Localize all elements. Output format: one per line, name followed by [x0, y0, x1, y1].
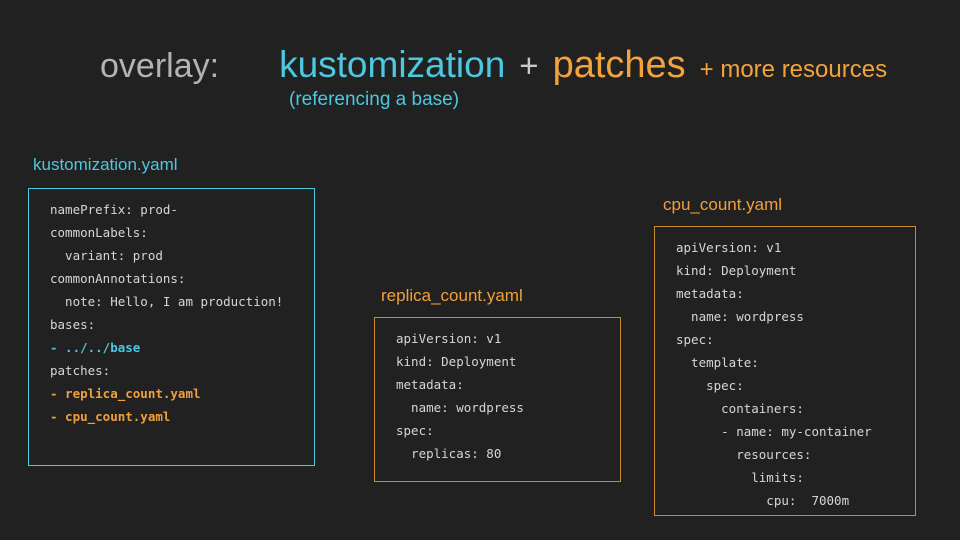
title-plus-sign: +	[519, 47, 539, 84]
panel-label-cpu-count-yaml: cpu_count.yaml	[663, 195, 783, 214]
title-more-resources: + more resources	[699, 56, 888, 83]
code-line: commonAnnotations:	[50, 271, 186, 286]
code-line: spec:	[396, 423, 434, 438]
code-line: namePrefix: prod-	[50, 202, 178, 217]
panel-label-replica-count-yaml: replica_count.yaml	[381, 286, 523, 305]
title-subtitle: (referencing a base)	[289, 89, 460, 110]
code-content-kustomization-yaml: namePrefix: prod-commonLabels: variant: …	[29, 189, 314, 428]
code-line: name: wordpress	[676, 309, 804, 324]
code-line: apiVersion: v1	[676, 240, 782, 255]
code-line: containers:	[676, 401, 804, 416]
code-line: name: wordpress	[396, 400, 524, 415]
code-line: patches:	[50, 363, 111, 378]
code-line: template:	[676, 355, 759, 370]
code-line: metadata:	[676, 286, 744, 301]
title-overlay: overlay:	[100, 47, 220, 85]
code-line: limits:	[676, 470, 804, 485]
code-line: kind: Deployment	[396, 354, 517, 369]
code-line: note: Hello, I am production!	[50, 294, 284, 309]
code-line: - cpu_count.yaml	[50, 409, 171, 424]
code-line: variant: prod	[50, 248, 163, 263]
code-line: kind: Deployment	[676, 263, 797, 278]
code-line: spec:	[676, 332, 714, 347]
slide-title: overlay: kustomization + patches + more …	[100, 44, 887, 87]
code-line: - replica_count.yaml	[50, 386, 201, 401]
code-line: apiVersion: v1	[396, 331, 502, 346]
code-panel-kustomization-yaml: namePrefix: prod-commonLabels: variant: …	[28, 188, 315, 466]
code-line: metadata:	[396, 377, 464, 392]
code-line: cpu: 7000m	[676, 493, 850, 508]
panel-label-kustomization-yaml: kustomization.yaml	[33, 155, 178, 174]
code-line: spec:	[676, 378, 744, 393]
title-kustomization: kustomization	[279, 44, 506, 85]
code-line: replicas: 80	[396, 446, 502, 461]
title-patches: patches	[552, 44, 686, 86]
code-line: - name: my-container	[676, 424, 872, 439]
code-line: bases:	[50, 317, 96, 332]
code-line: commonLabels:	[50, 225, 148, 240]
code-line: - ../../base	[50, 340, 141, 355]
code-line: resources:	[676, 447, 812, 462]
